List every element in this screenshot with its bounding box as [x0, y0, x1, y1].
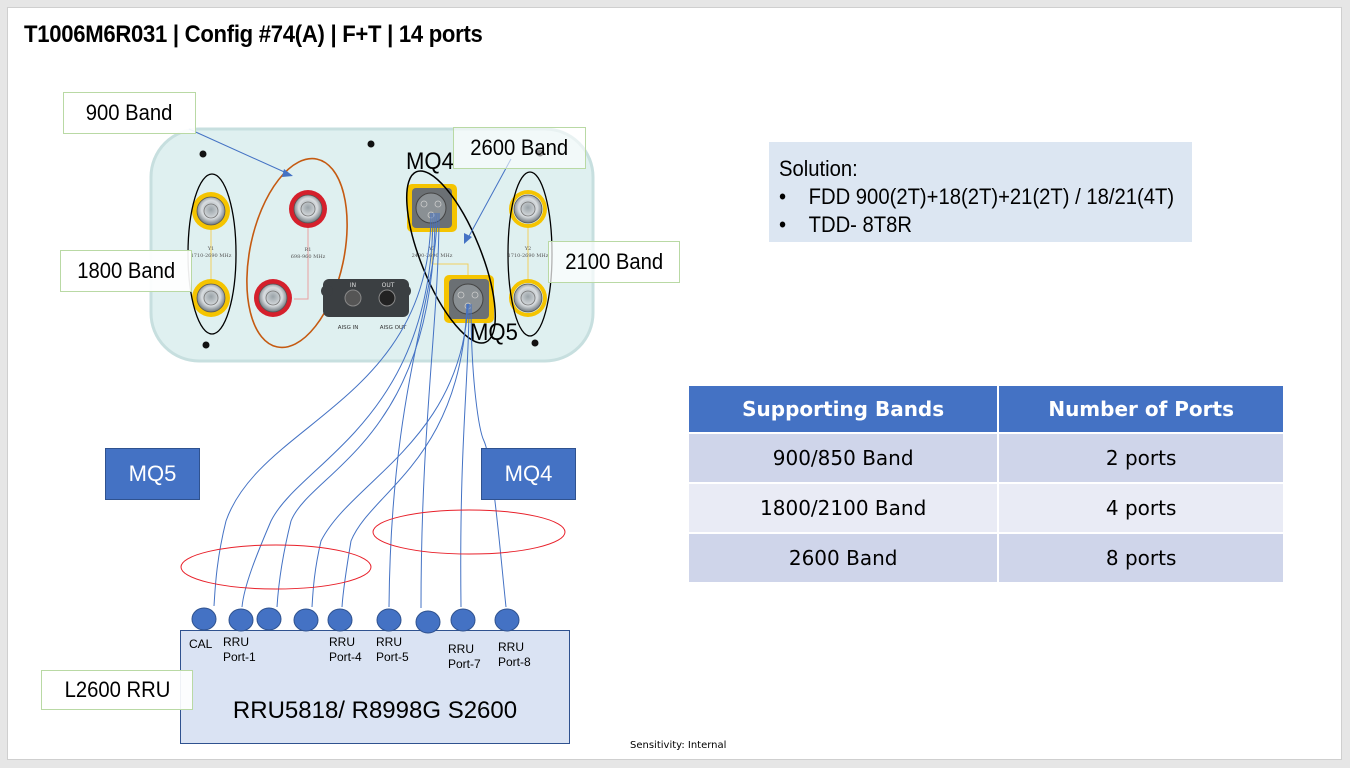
port-y2-top — [509, 190, 547, 228]
aisg-out-label: AISG OUT — [380, 325, 407, 331]
band2600-callout-text: 2600 Band — [470, 135, 569, 160]
band900-callout-text: 900 Band — [86, 100, 173, 125]
table-row: 1800/2100 Band 4 ports — [686, 482, 1285, 534]
aisg-in-label: AISG IN — [338, 325, 359, 331]
mq5-legend-box: MQ5 — [105, 448, 200, 500]
port-r1-bottom — [254, 279, 292, 317]
slide: T1006M6R031 | Config #74(A) | F+T | 14 p… — [7, 7, 1342, 760]
y2-label: Y2 — [524, 246, 531, 252]
r1-group-ellipse — [246, 157, 348, 349]
port-mq5 — [444, 275, 494, 323]
band-cell: 900/850 Band — [686, 432, 1000, 484]
band900-pointer — [188, 128, 292, 176]
port-r1-top — [289, 190, 327, 228]
supporting-bands-table: Supporting Bands Number of Ports 900/850… — [686, 384, 1285, 584]
sensitivity-label: Sensitivity: Internal — [630, 740, 727, 751]
port-y1-bottom — [192, 279, 230, 317]
solution-bullet: • TDD- 8T8R — [779, 212, 913, 237]
bullet-icon: • — [779, 184, 809, 209]
bullet-icon: • — [779, 212, 809, 237]
cable — [341, 303, 468, 608]
mounting-hole — [531, 339, 539, 347]
aisg-in-connector — [344, 289, 362, 307]
mq4-legend-text: MQ4 — [504, 461, 553, 486]
red-group-ellipse-right — [372, 509, 566, 555]
mq4-legend-box: MQ4 — [481, 448, 576, 500]
band2600-pointer — [467, 158, 512, 239]
y3-range: 2490-2690 MHz — [412, 253, 453, 259]
r1-range: 698-960 MHz — [291, 254, 326, 260]
cable — [213, 212, 432, 607]
ports-cell: 4 ports — [997, 482, 1285, 534]
mounting-hole — [199, 150, 207, 158]
solution-heading: Solution: — [779, 156, 858, 181]
cable — [388, 212, 438, 608]
table-row: 2600 Band 8 ports — [686, 532, 1285, 584]
rru-callout: L2600 RRU — [41, 670, 193, 710]
y2-range: 1710-2690 MHz — [508, 253, 549, 259]
solution-bullet: • FDD 900(2T)+18(2T)+21(2T) / 18/21(4T) — [779, 184, 1175, 209]
port-y1-top — [192, 192, 230, 230]
aisg-module: IN OUT AISG IN AISG OUT — [321, 279, 411, 331]
y1-label: Y1 — [207, 246, 214, 252]
port-label-cal: CAL — [189, 637, 213, 651]
ports-cell: 2 ports — [997, 432, 1285, 484]
rru-callout-text: L2600 RRU — [64, 677, 170, 702]
mounting-hole — [367, 140, 375, 148]
cable — [470, 303, 507, 608]
band1800-callout: 1800 Band — [60, 250, 192, 292]
r1-label: R1 — [305, 247, 312, 253]
arrowhead-icon — [282, 169, 293, 177]
band-cell: 2600 Band — [686, 532, 1000, 584]
aisg-in-tag: IN — [350, 282, 356, 289]
band2100-callout-text: 2100 Band — [565, 249, 663, 274]
cable — [420, 212, 440, 609]
cable — [311, 303, 469, 608]
aisg-out-connector — [378, 289, 396, 307]
cable — [460, 303, 470, 608]
mq-highlight-ellipse — [405, 170, 497, 344]
band1800-callout-text: 1800 Band — [77, 258, 175, 283]
arrowhead-icon — [464, 233, 472, 244]
ports-cell: 8 ports — [997, 532, 1285, 584]
table-row: 900/850 Band 2 ports — [686, 432, 1285, 484]
red-group-ellipse-left — [180, 544, 372, 590]
slide-title: T1006M6R031 | Config #74(A) | F+T | 14 p… — [24, 21, 483, 48]
mq5-legend-text: MQ5 — [128, 461, 177, 486]
mq4-connector-label: MQ4 — [406, 148, 454, 175]
band900-callout: 900 Band — [63, 92, 196, 134]
mq5-connector-label: MQ5 — [470, 319, 518, 346]
band2600-callout: 2600 Band — [453, 127, 586, 169]
band2100-callout: 2100 Band — [548, 241, 680, 283]
aisg-out-tag: OUT — [382, 282, 395, 289]
band-cell: 1800/2100 Band — [686, 482, 1000, 534]
header-number-of-ports: Number of Ports — [997, 384, 1285, 434]
solution-box: Solution: • FDD 900(2T)+18(2T)+21(2T) / … — [769, 142, 1192, 242]
mounting-hole — [202, 341, 210, 349]
rru-model-name: RRU5818/ R8998G S2600 — [232, 697, 518, 724]
port-y2-bottom — [509, 279, 547, 317]
port-mq4 — [407, 184, 457, 232]
cable — [241, 212, 434, 608]
table-header-row: Supporting Bands Number of Ports — [686, 384, 1285, 434]
cable — [276, 212, 436, 608]
cables — [213, 212, 507, 609]
header-supporting-bands: Supporting Bands — [686, 384, 1000, 434]
y1-range: 1710-2690 MHz — [191, 253, 232, 259]
